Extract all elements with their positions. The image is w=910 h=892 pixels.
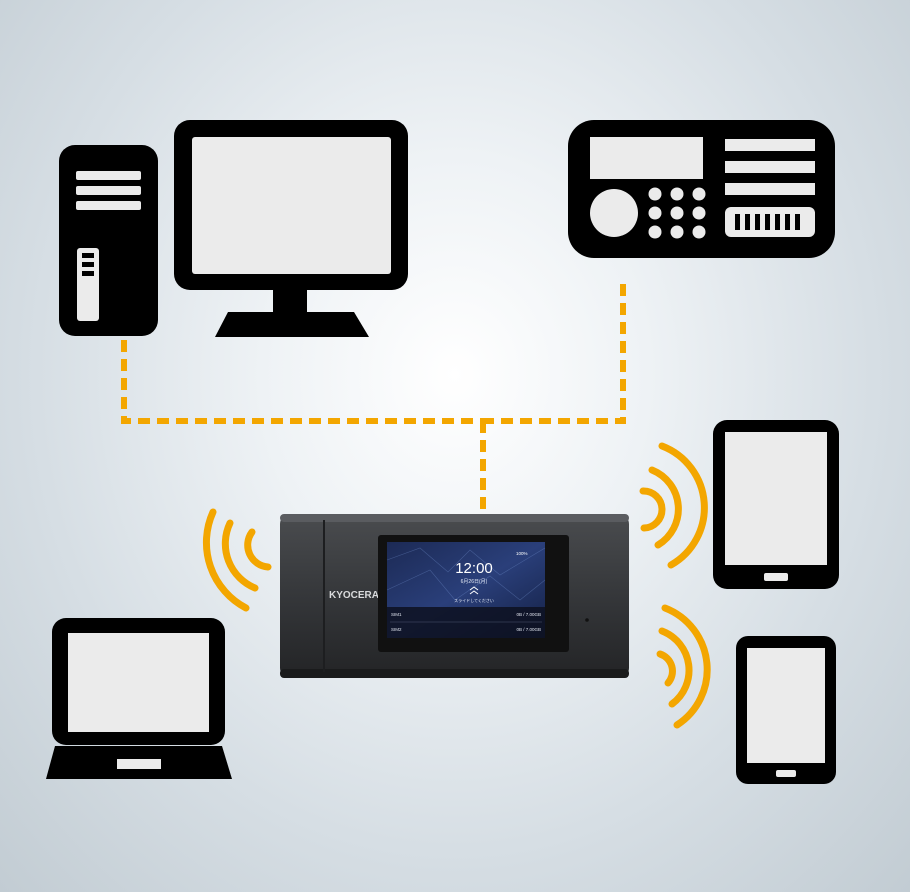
router-indicator-dot bbox=[585, 618, 589, 622]
pc-monitor bbox=[174, 120, 408, 337]
router-sim2-usage: 0B / 7.00GB bbox=[516, 627, 541, 632]
tablet-icon bbox=[713, 420, 839, 589]
router-sim1-label: SIM1 bbox=[391, 612, 402, 617]
radio-dial bbox=[590, 189, 638, 237]
laptop-icon bbox=[46, 618, 232, 779]
mobile-router: KYOCERA 100% 12:00 6月26日(月) スライドしてください S… bbox=[280, 514, 629, 678]
wifi-signal-icon bbox=[639, 442, 708, 569]
smartphone-icon bbox=[736, 636, 836, 784]
router-date-text: 6月26日(月) bbox=[461, 579, 488, 585]
radio-keypad bbox=[648, 187, 706, 239]
wifi-signal-icon bbox=[656, 604, 711, 729]
wired-connections bbox=[121, 284, 626, 514]
router-swipe-hint: スライドしてください bbox=[454, 597, 494, 603]
router-sim1-usage: 0B / 7.00GB bbox=[516, 612, 541, 617]
router-clock-text: 12:00 bbox=[455, 560, 493, 577]
router-brand-logo: KYOCERA bbox=[329, 590, 379, 601]
router-sim2-label: SIM2 bbox=[391, 627, 402, 632]
wifi-signal-icon bbox=[203, 508, 272, 612]
radio-speaker-grille bbox=[725, 207, 815, 237]
desktop-computer-icon bbox=[59, 120, 408, 337]
pc-tower bbox=[59, 145, 158, 336]
radio-display bbox=[590, 137, 703, 179]
connector-desktop bbox=[121, 340, 483, 424]
radio-bars bbox=[725, 139, 815, 195]
router-battery-text: 100% bbox=[516, 551, 528, 556]
radio-receiver-icon bbox=[568, 120, 835, 258]
connector-radio bbox=[483, 284, 626, 424]
